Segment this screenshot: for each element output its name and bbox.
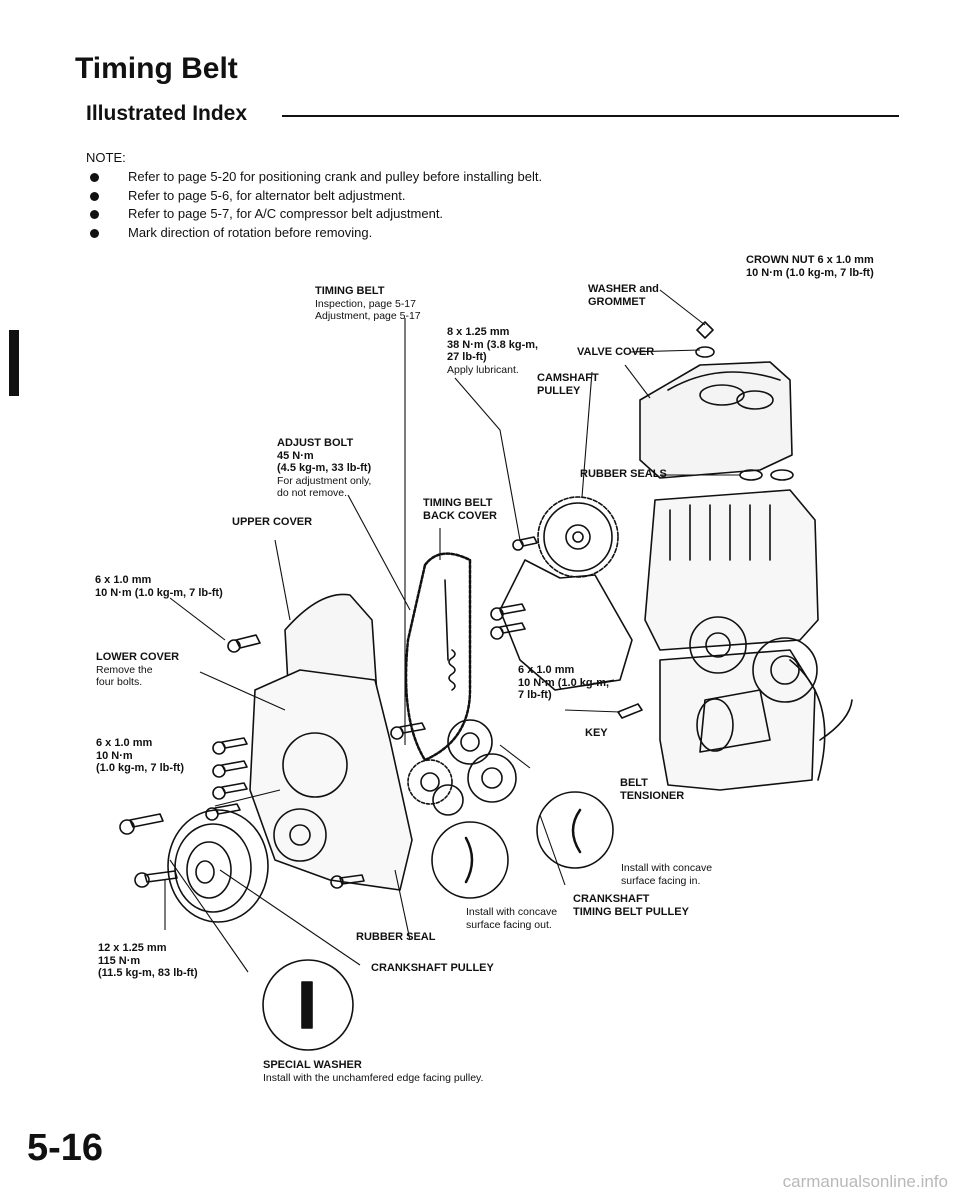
key-label: KEY [585, 727, 608, 739]
note-item: Mark direction of rotation before removi… [90, 224, 542, 243]
bullet-icon [90, 191, 99, 201]
rubber-seal-icon [770, 469, 794, 481]
camshaft-pulley-drawing [537, 496, 619, 578]
back-cover-drawing [499, 559, 633, 691]
rubber-seals-label: RUBBER SEALS [580, 468, 667, 480]
special-washer-detail [262, 959, 354, 1051]
grommet-icon [695, 346, 715, 358]
crankshaft-pulley-label: CRANKSHAFT PULLEY [371, 962, 494, 974]
camshaft-pulley-label: CAMSHAFT PULLEY [537, 372, 599, 397]
bolt-6x10-c-label: 6 x 1.0 mm 10 N·m (1.0 kg-m, 7 lb-ft) [96, 737, 185, 774]
lower-cover-drawing [249, 669, 413, 891]
belt-tensioner-drawing [447, 719, 517, 803]
adjust-bolt-label: ADJUST BOLT 45 N·m (4.5 kg-m, 33 lb-ft) … [277, 437, 372, 499]
crown-nut-icon [696, 321, 714, 339]
section-tab-marker [9, 330, 19, 396]
special-washer-label: SPECIAL WASHER Install with the unchamfe… [263, 1059, 484, 1084]
bolt-icons [119, 536, 643, 889]
valve-cover-label: VALVE COVER [577, 346, 655, 358]
washer-concave-in-detail [536, 791, 614, 869]
bolt-6x10-a-label: 6 x 1.0 mm 10 N·m (1.0 kg-m, 7 lb-ft) [95, 574, 223, 599]
page-number: 5-16 [27, 1127, 104, 1169]
crank-timing-pulley-drawing [407, 759, 464, 816]
page-title: Timing Belt [75, 52, 238, 85]
rubber-seal-label: RUBBER SEAL [356, 931, 436, 943]
timing-belt-drawing [404, 552, 472, 762]
upper-cover-label: UPPER COVER [232, 516, 313, 528]
tension-spring-drawing [448, 649, 456, 691]
lower-cover-label: LOWER COVER Remove the four bolts. [96, 651, 180, 688]
note-item: Refer to page 5-7, for A/C compressor be… [90, 205, 542, 224]
note-label: NOTE: [86, 150, 126, 165]
timing-belt-label: TIMING BELT Inspection, page 5-17 Adjust… [315, 285, 421, 322]
bolt-8x125-label: 8 x 1.25 mm 38 N·m (3.8 kg-m, 27 lb-ft) … [447, 326, 539, 376]
back-cover-label: TIMING BELT BACK COVER [423, 497, 497, 522]
bolt-6x10-b-label: 6 x 1.0 mm 10 N·m (1.0 kg-m, 7 lb-ft) [518, 664, 610, 701]
crown-nut-label: CROWN NUT 6 x 1.0 mm 10 N·m (1.0 kg-m, 7… [746, 254, 874, 279]
bullet-icon [90, 210, 99, 219]
note-item: Refer to page 5-6, for alternator belt a… [90, 187, 542, 206]
belt-tensioner-label: BELT TENSIONER [620, 777, 685, 802]
bullet-icon [90, 228, 99, 238]
watermark: carmanualsonline.info [782, 1172, 948, 1191]
crank-timing-pulley-label: CRANKSHAFT TIMING BELT PULLEY [573, 893, 689, 918]
engine-block [639, 361, 853, 791]
bullet-icon [90, 173, 99, 182]
concave-in-note: Install with concave surface facing in. [621, 862, 713, 887]
crankshaft-pulley-drawing [167, 809, 269, 923]
header-rule [282, 115, 899, 117]
note-list: Refer to page 5-20 for positioning crank… [90, 168, 542, 242]
washer-concave-out-detail [431, 821, 509, 899]
leader-lines [164, 289, 740, 973]
section-subtitle: Illustrated Index [86, 102, 248, 125]
note-item: Refer to page 5-20 for positioning crank… [90, 168, 542, 187]
washer-grommet-label: WASHER and GROMMET [588, 283, 659, 308]
bolt-12x125-label: 12 x 1.25 mm 115 N·m (11.5 kg-m, 83 lb-f… [98, 942, 198, 979]
concave-out-note: Install with concave surface facing out. [466, 906, 558, 931]
